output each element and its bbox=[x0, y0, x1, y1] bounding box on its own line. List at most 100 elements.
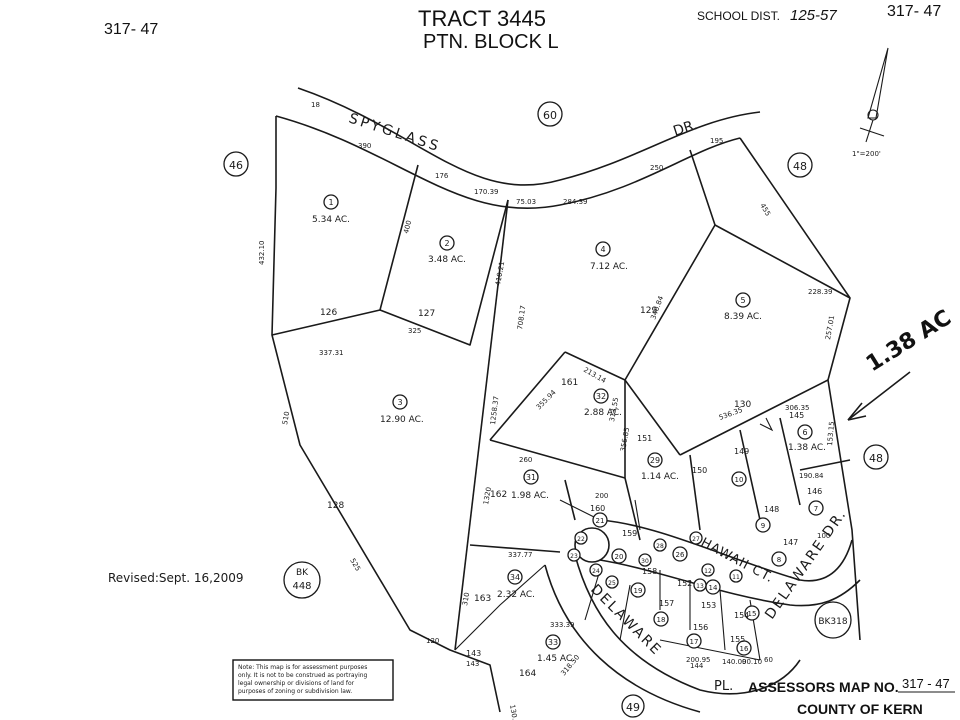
svg-text:7.12 AC.: 7.12 AC. bbox=[590, 262, 628, 272]
svg-text:390: 390 bbox=[358, 142, 371, 150]
parcel-9[interactable]: 9 bbox=[755, 517, 771, 533]
lot-148: 148 bbox=[764, 505, 779, 514]
adjacent-page-49[interactable]: 49 bbox=[621, 694, 645, 718]
parcel-4[interactable]: 4 7.12 AC. bbox=[590, 241, 628, 272]
svg-text:32: 32 bbox=[596, 392, 606, 401]
parcel-1[interactable]: 1 5.34 AC. bbox=[312, 194, 350, 225]
svg-text:337.77: 337.77 bbox=[508, 551, 533, 559]
svg-text:536.35: 536.35 bbox=[718, 406, 744, 422]
lot-155: 155 bbox=[730, 635, 745, 644]
parcel-23[interactable]: 23 bbox=[567, 548, 581, 562]
svg-text:2: 2 bbox=[444, 239, 449, 248]
svg-text:only. It is not to be construe: only. It is not to be construed as portr… bbox=[238, 672, 368, 679]
parcel-11[interactable]: 11 bbox=[729, 569, 743, 583]
lot-145: 145 bbox=[789, 411, 804, 420]
svg-text:9: 9 bbox=[761, 522, 765, 530]
parcel-5[interactable]: 5 8.39 AC. bbox=[724, 292, 762, 322]
svg-text:337.31: 337.31 bbox=[319, 349, 344, 357]
school-dist-label: SCHOOL DIST. bbox=[697, 9, 780, 23]
svg-text:8.39 AC.: 8.39 AC. bbox=[724, 312, 762, 322]
parcel-25[interactable]: 25 bbox=[605, 575, 619, 589]
svg-text:1.38 AC.: 1.38 AC. bbox=[788, 443, 826, 453]
parcel-13[interactable]: 13 bbox=[693, 578, 707, 592]
svg-text:19: 19 bbox=[634, 587, 643, 595]
svg-text:48: 48 bbox=[793, 160, 807, 173]
lot-151: 151 bbox=[637, 434, 652, 443]
svg-text:120: 120 bbox=[426, 637, 439, 645]
svg-text:257.01: 257.01 bbox=[824, 315, 836, 341]
parcel-7[interactable]: 7 bbox=[808, 500, 824, 516]
parcel-30[interactable]: 30 bbox=[638, 553, 652, 567]
school-dist-value: 125-57 bbox=[790, 7, 837, 24]
adjacent-page-46[interactable]: 46 bbox=[223, 151, 249, 177]
svg-text:75.03: 75.03 bbox=[516, 198, 536, 206]
lot-128: 128 bbox=[327, 501, 344, 511]
parcel-20[interactable]: 20 bbox=[611, 548, 627, 564]
svg-text:356.85: 356.85 bbox=[619, 427, 631, 453]
parcel-33[interactable]: 33 1.45 AC. bbox=[537, 634, 575, 664]
svg-text:10: 10 bbox=[735, 476, 744, 484]
parcel-16[interactable]: 16 bbox=[736, 640, 752, 656]
parcel-15[interactable]: 15 bbox=[744, 605, 760, 621]
parcel-2[interactable]: 2 3.48 AC. bbox=[428, 235, 466, 265]
parcel-19[interactable]: 19 bbox=[630, 582, 646, 598]
parcel-6[interactable]: 6 1.38 AC. bbox=[788, 424, 826, 453]
svg-text:48: 48 bbox=[869, 452, 883, 465]
svg-text:Note: This map is for assessme: Note: This map is for assessment purpose… bbox=[238, 664, 367, 671]
parcel-14[interactable]: 14 bbox=[705, 579, 721, 595]
parcel-22[interactable]: 22 bbox=[574, 531, 588, 545]
parcel-28[interactable]: 28 bbox=[653, 538, 667, 552]
svg-text:13: 13 bbox=[696, 583, 704, 590]
svg-text:26: 26 bbox=[676, 551, 685, 559]
north-arrow-icon bbox=[859, 47, 889, 143]
lot-157: 157 bbox=[659, 599, 674, 608]
street-delaware-left: DELAWARE bbox=[587, 582, 665, 660]
svg-text:14: 14 bbox=[709, 584, 718, 592]
svg-text:60: 60 bbox=[764, 656, 773, 664]
svg-text:306.35: 306.35 bbox=[785, 404, 810, 412]
assessors-map-value: 317 - 47 bbox=[902, 676, 950, 691]
svg-text:200.95: 200.95 bbox=[686, 656, 711, 664]
svg-text:1.45 AC.: 1.45 AC. bbox=[537, 654, 575, 664]
parcel-18[interactable]: 18 bbox=[653, 611, 669, 627]
lot-numbers: 126 127 128 129 130 143 144 145 146 147 … bbox=[320, 306, 822, 679]
lot-150: 150 bbox=[692, 466, 707, 475]
lot-154: 154 bbox=[734, 611, 749, 620]
svg-text:190.84: 190.84 bbox=[799, 472, 824, 480]
parcel-8[interactable]: 8 bbox=[771, 551, 787, 567]
svg-text:130.00: 130.00 bbox=[508, 704, 520, 720]
parcel-3[interactable]: 3 12.90 AC. bbox=[380, 394, 424, 425]
svg-text:310: 310 bbox=[461, 592, 471, 607]
lot-161: 161 bbox=[561, 378, 578, 388]
svg-text:27: 27 bbox=[692, 536, 700, 543]
adjacent-book-448[interactable]: BK 448 bbox=[283, 561, 321, 599]
adjacent-book-318[interactable]: BK318 bbox=[814, 601, 852, 639]
parcel-21[interactable]: 21 bbox=[592, 512, 608, 528]
svg-text:400: 400 bbox=[402, 220, 413, 235]
svg-text:23: 23 bbox=[570, 553, 578, 560]
svg-text:BK318: BK318 bbox=[818, 617, 848, 627]
svg-text:100: 100 bbox=[817, 532, 830, 540]
parcel-10[interactable]: 10 bbox=[731, 471, 747, 487]
parcel-29[interactable]: 29 1.14 AC. bbox=[641, 452, 679, 482]
svg-text:1258.37: 1258.37 bbox=[489, 396, 500, 426]
parcel-34[interactable]: 34 2.32 AC. bbox=[497, 569, 535, 600]
svg-text:3: 3 bbox=[397, 398, 402, 407]
parcel-32[interactable]: 32 2.88 AC. bbox=[584, 388, 622, 418]
parcel-27[interactable]: 27 bbox=[689, 531, 703, 545]
svg-text:1.38 AC: 1.38 AC bbox=[862, 305, 956, 377]
adjacent-page-60[interactable]: 60 bbox=[537, 101, 563, 127]
svg-text:228.39: 228.39 bbox=[808, 288, 833, 296]
street-pl: PL. bbox=[714, 679, 733, 694]
parcel-12[interactable]: 12 bbox=[701, 563, 715, 577]
parcel-24[interactable]: 24 bbox=[589, 563, 603, 577]
parcel-31[interactable]: 31 1.98 AC. bbox=[511, 469, 549, 501]
svg-text:20: 20 bbox=[615, 553, 624, 561]
adjacent-page-48-right[interactable]: 48 bbox=[863, 444, 889, 470]
svg-text:11: 11 bbox=[732, 574, 740, 581]
parcel-26[interactable]: 26 bbox=[672, 546, 688, 562]
svg-text:333.39: 333.39 bbox=[550, 621, 575, 629]
adjacent-page-48-top[interactable]: 48 bbox=[787, 152, 813, 178]
lot-146: 146 bbox=[807, 487, 822, 496]
parcel-17[interactable]: 17 bbox=[686, 633, 702, 649]
